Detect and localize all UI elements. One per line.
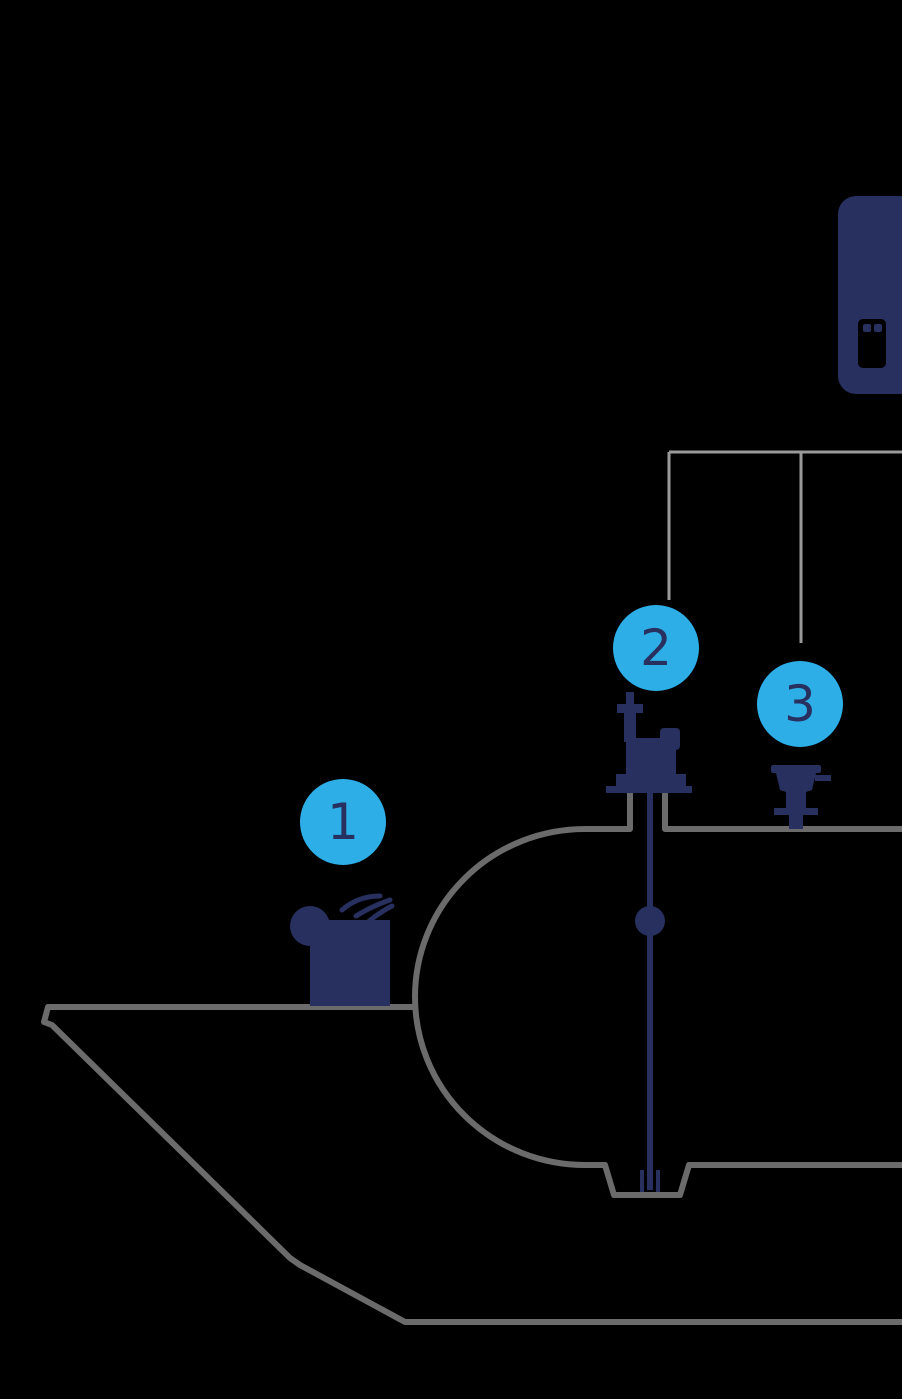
gauge-tip <box>626 692 634 706</box>
pressure-transmitter-icon <box>771 765 831 829</box>
gauge-flange <box>606 786 692 793</box>
badge-1: 1 <box>300 779 386 865</box>
gauge-float <box>635 906 665 936</box>
ship-hull-outline <box>41 1004 902 1325</box>
gauge-mast-cap <box>617 704 643 713</box>
badge-2-label: 2 <box>640 619 672 677</box>
transmitter-top <box>771 765 821 773</box>
transmitter-body <box>776 773 816 808</box>
deck-mounted-sensor-icon <box>290 893 395 1006</box>
gauge-base <box>616 774 686 787</box>
gauge-mast <box>624 712 636 742</box>
tank-outline <box>412 785 902 1198</box>
badge-3: 3 <box>757 661 843 747</box>
badge-3-label: 3 <box>784 675 816 733</box>
transmitter-flange <box>774 808 818 815</box>
sensor-1-head <box>290 906 330 946</box>
controller-led-left <box>863 324 871 332</box>
badge-2-circle <box>613 605 699 691</box>
badge-1-label: 1 <box>327 793 359 851</box>
badge-3-circle <box>757 661 843 747</box>
badge-1-circle <box>300 779 386 865</box>
gauge-head <box>660 728 680 750</box>
controller-unit-icon <box>838 196 902 394</box>
gauge-probe-foot <box>640 1170 660 1192</box>
transmitter-neck <box>789 815 803 829</box>
sensor-1-antennas <box>339 893 395 925</box>
badge-2: 2 <box>613 605 699 691</box>
controller-body <box>838 196 902 394</box>
controller-led-right <box>874 324 882 332</box>
signal-lines <box>667 450 902 643</box>
tank-gauge-icon <box>606 692 692 1192</box>
transmitter-side-port <box>815 775 831 781</box>
